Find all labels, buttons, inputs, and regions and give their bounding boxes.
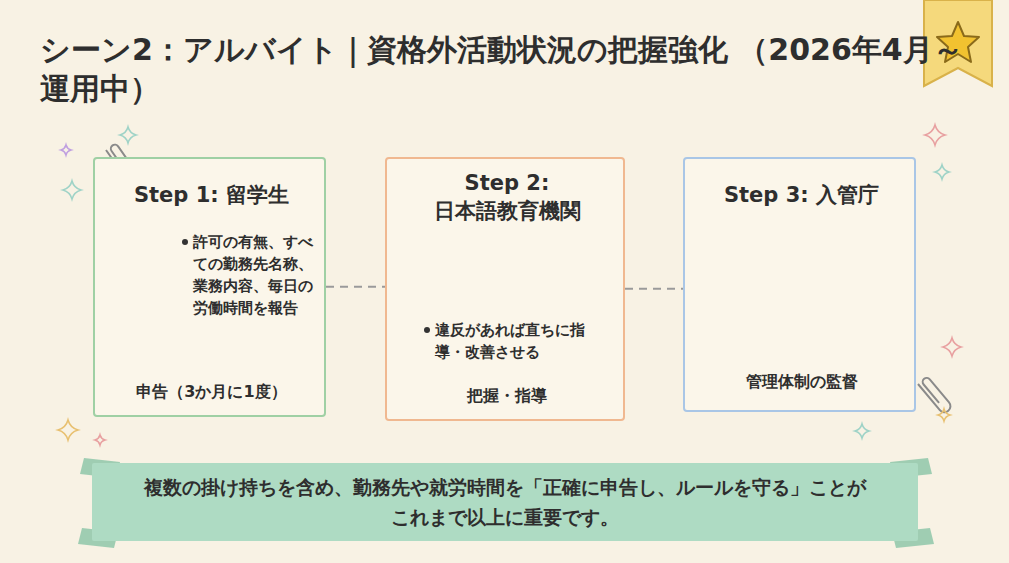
step-box: Step 3: 入管庁管理体制の監督 [683,157,916,412]
box-heading: Step 1: 留学生 [95,181,328,209]
box-heading: 複数の掛け持ちを含め、勤務先や就労時間を「正確に申告し、ルールを守る」ことがこれ… [135,472,875,532]
sparkle [95,435,105,445]
box-heading: Step 3: 入管庁 [685,181,918,209]
sparkle [943,338,961,356]
sparkle [938,409,950,421]
tape [78,458,934,548]
box-heading: Step 2: 日本語教育機関 [417,169,597,225]
bullet-dot [182,239,188,245]
step-box: Step 2: 日本語教育機関違反があれば直ちに指導・改善させる把握・指導 [385,157,625,421]
sparkle [855,424,869,438]
sparkle [63,181,81,199]
dashed-connector [625,288,683,290]
sparkle [935,165,949,179]
sparkle [61,145,71,155]
message-band: 複数の掛け持ちを含め、勤務先や就労時間を「正確に申告し、ルールを守る」ことがこれ… [92,463,918,541]
box-footer: 申告（3か月に1度） [95,381,328,403]
box-body: 違反があれば直ちに指導・改善させる [435,319,585,363]
sparkles [58,125,961,445]
step-box: Step 1: 留学生許可の有無、すべての勤務先名称、業務内容、毎日の労働時間を… [93,157,326,417]
bullet-dot [424,327,430,333]
title: シーン2：アルバイト｜資格外活動状況の把握強化 （2026年4月～運用中） [40,30,980,108]
box-body: 管理体制の監督 [685,371,918,393]
box-body: 許可の有無、すべての勤務先名称、業務内容、毎日の労働時間を報告 [193,231,313,319]
sparkle [925,125,945,145]
sparkle [120,127,136,143]
box-footer: 把握・指導 [387,385,627,407]
dashed-connector [326,286,385,288]
sparkle [58,420,78,440]
